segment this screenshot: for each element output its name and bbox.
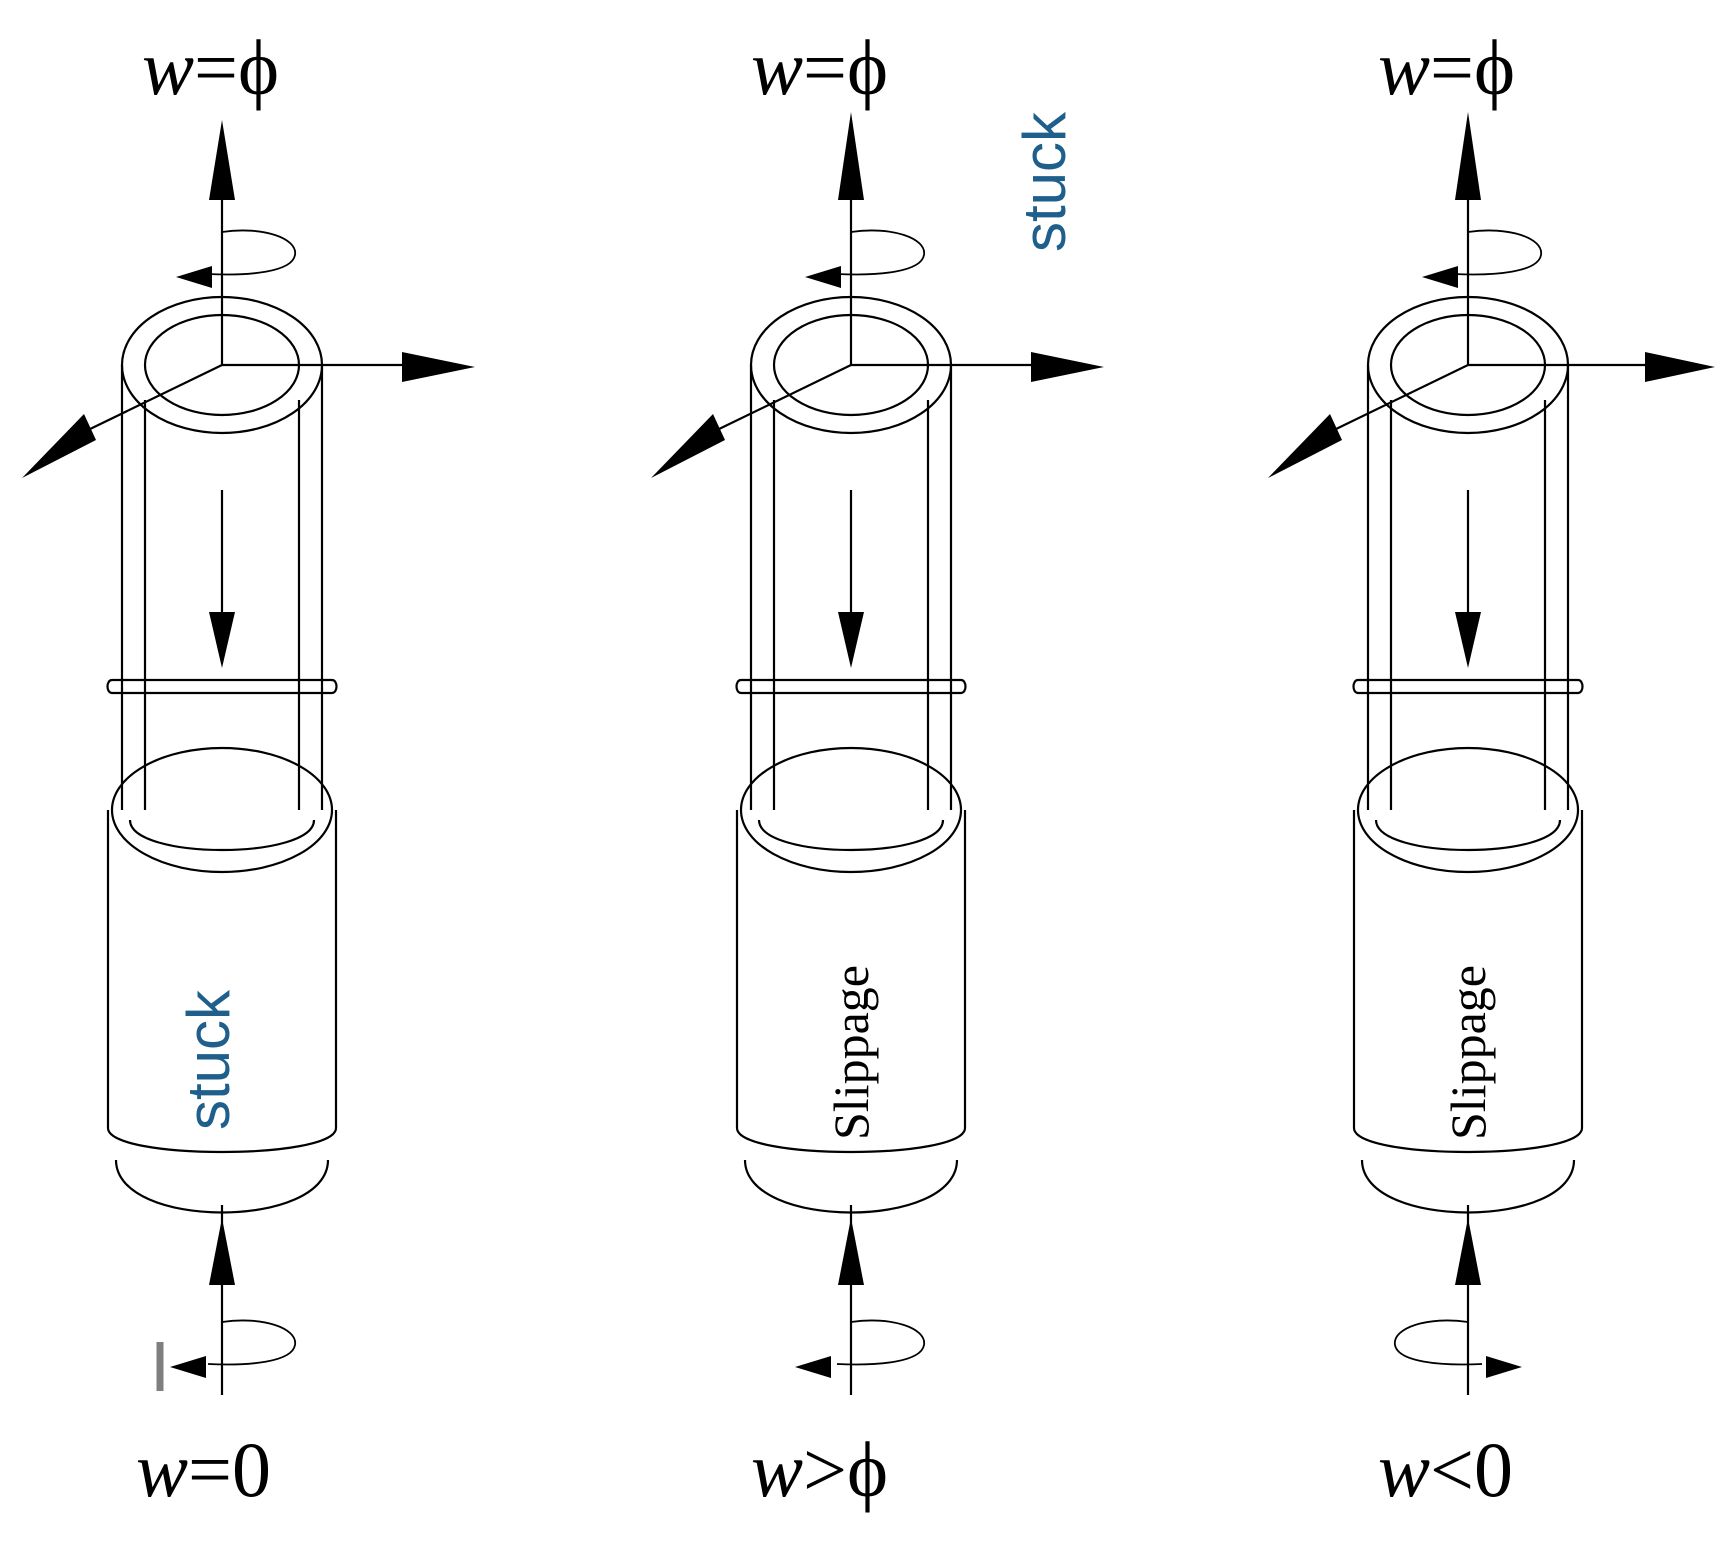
arrowhead-up-right (1455, 112, 1481, 200)
panel-middle: w=ϕ Slippage w>ϕ (651, 24, 1104, 1513)
arrowhead-down-middle (838, 612, 864, 668)
sleeve-rim-inner-left (128, 819, 316, 851)
rotation-loop-bottom-middle (836, 1319, 925, 1366)
arrowhead-z-middle (651, 414, 725, 478)
rotation-loop-top-right (1453, 229, 1542, 276)
body-label-left: stuck (175, 989, 242, 1130)
break-cap-left-right (1352, 678, 1359, 695)
arrowhead-x-right (1645, 352, 1715, 382)
arrowhead-z-left (22, 414, 96, 478)
sleeve-body-middle (735, 810, 967, 1154)
rotation-loop-top-middle (836, 229, 925, 276)
break-cap-left-left (106, 678, 113, 695)
sleeve-bottom-bell-middle (743, 1159, 959, 1214)
rotation-arrowhead-top-middle (805, 266, 841, 288)
top-equation-right: w=ϕ (1378, 24, 1515, 111)
sleeve-rim-outer-middle (739, 746, 963, 874)
arrowhead-up-bottom-right (1455, 1218, 1481, 1285)
panel-right: w=ϕ Slippage w<0 (1268, 24, 1715, 1513)
sleeve-bottom-bell-left (114, 1159, 330, 1214)
bottom-equation-right: w<0 (1378, 1426, 1513, 1513)
arrowhead-x-left (402, 352, 475, 382)
arrowhead-x-middle (1031, 352, 1104, 382)
rotation-arrowhead-bottom-middle (795, 1356, 831, 1378)
axis-z-middle (716, 364, 852, 431)
rotation-arrowhead-bottom-left (170, 1356, 206, 1378)
rotation-loop-bottom-right (1394, 1319, 1483, 1366)
rotation-loop-top-left (207, 229, 296, 276)
panel-left: w=ϕ stuck w=0 (22, 24, 475, 1513)
break-cap-right-right (1577, 678, 1584, 695)
rotation-arrowhead-top-right (1422, 266, 1458, 288)
arrowhead-up-bottom-left (209, 1218, 235, 1285)
arrowhead-down-left (209, 612, 235, 668)
arrowhead-up-middle (838, 112, 864, 200)
sleeve-rim-outer-left (110, 746, 334, 874)
top-equation-middle: w=ϕ (751, 24, 888, 111)
bottom-equation-middle: w>ϕ (751, 1426, 888, 1513)
arrowhead-z-right (1268, 414, 1342, 478)
rotation-arrowhead-top-left (176, 266, 212, 288)
axis-z-right (1333, 364, 1469, 431)
sleeve-rim-outer-right (1356, 746, 1580, 874)
break-cap-right-middle (960, 678, 967, 695)
break-cap-right-left (331, 678, 338, 695)
break-cap-left-middle (735, 678, 742, 695)
rotation-loop-bottom-left (207, 1319, 296, 1366)
sleeve-body-left (106, 810, 338, 1154)
bottom-equation-left: w=0 (136, 1426, 271, 1513)
arrowhead-up-bottom-middle (838, 1218, 864, 1285)
sleeve-bottom-bell-right (1360, 1159, 1576, 1214)
body-label-right: Slippage (1440, 965, 1496, 1140)
body-label-middle: Slippage (823, 965, 879, 1140)
arrowhead-down-right (1455, 612, 1481, 668)
sleeve-body-right (1352, 810, 1584, 1154)
side-label-stuck: stuck (1011, 111, 1078, 252)
top-equation-left: w=ϕ (142, 24, 279, 111)
sleeve-rim-inner-middle (757, 819, 945, 851)
arrowhead-up-left (209, 120, 235, 200)
rotation-arrowhead-bottom-right (1486, 1356, 1522, 1378)
axis-z-left (87, 364, 223, 431)
sleeve-rim-inner-right (1374, 819, 1562, 851)
